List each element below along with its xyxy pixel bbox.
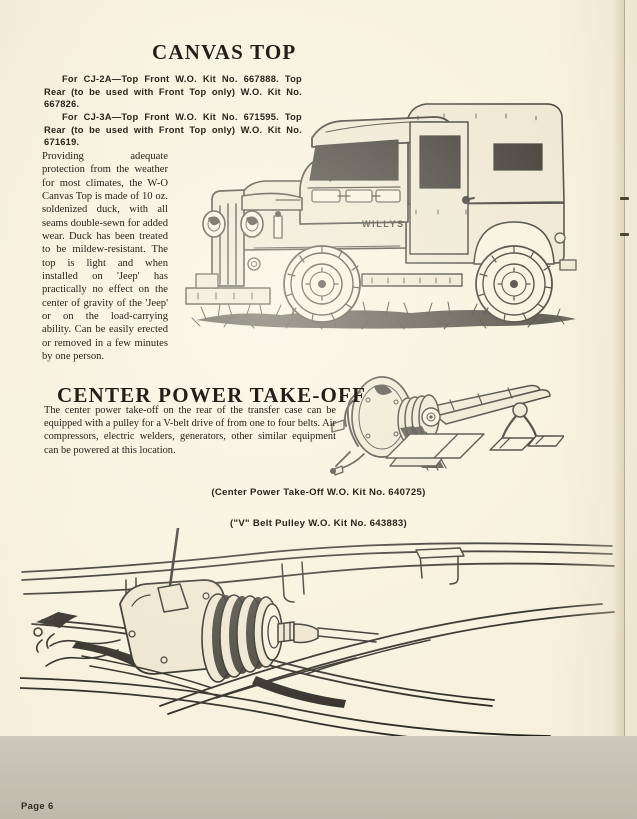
canvas-top-heading: CANVAS TOP	[152, 40, 297, 64]
rear-wheel	[475, 245, 553, 323]
kit-note-cj3a-lead: For CJ-3A—Top Front W.O. Kit No. 671595.	[62, 112, 279, 122]
center-power-take-off-heading: CENTER POWER TAKE-OFF	[57, 383, 367, 407]
page-edge-line	[624, 0, 625, 819]
kit-note-cj2a-rest: Top Rear (to be used with Front Top only…	[44, 74, 302, 110]
support-stand	[489, 402, 565, 451]
pulley-stack	[201, 593, 379, 683]
v-belt-pulley-drive-illustration	[330, 362, 565, 483]
page-edge-tick	[620, 233, 629, 236]
page-edge-shading	[612, 0, 625, 819]
page-number: Page 6	[21, 800, 54, 811]
kit-note-cj2a-lead: For CJ-2A—Top Front W.O. Kit No. 667888.	[62, 74, 279, 84]
center-power-take-off-body-text: The center power take-off on the rear of…	[44, 405, 336, 456]
jeep-fenders	[241, 192, 303, 211]
kit-note-cj3a-rest: Top Rear (to be used with Front Top only…	[44, 112, 302, 148]
canvas-top-body-text: Providing adequate protection from the w…	[42, 151, 168, 363]
caption-center-power-take-off-kit: (Center Power Take-Off W.O. Kit No. 6407…	[211, 487, 426, 498]
kit-note-cj2a: For CJ-2A—Top Front W.O. Kit No. 667888.…	[44, 73, 302, 111]
page-edge-tick	[620, 197, 629, 200]
willys-badge-text: WILLYS	[362, 219, 405, 229]
transfer-case-with-pulley-on-chassis-illustration	[19, 526, 620, 747]
drive-shaft	[423, 384, 551, 425]
footer-band	[0, 736, 637, 819]
caption-v-belt-pulley-kit: ("V" Belt Pulley W.O. Kit No. 643883)	[230, 518, 407, 529]
front-wheel	[283, 245, 361, 323]
frame-rails-upper	[21, 542, 615, 595]
kit-note-cj3a: For CJ-3A—Top Front W.O. Kit No. 671595.…	[44, 111, 302, 149]
